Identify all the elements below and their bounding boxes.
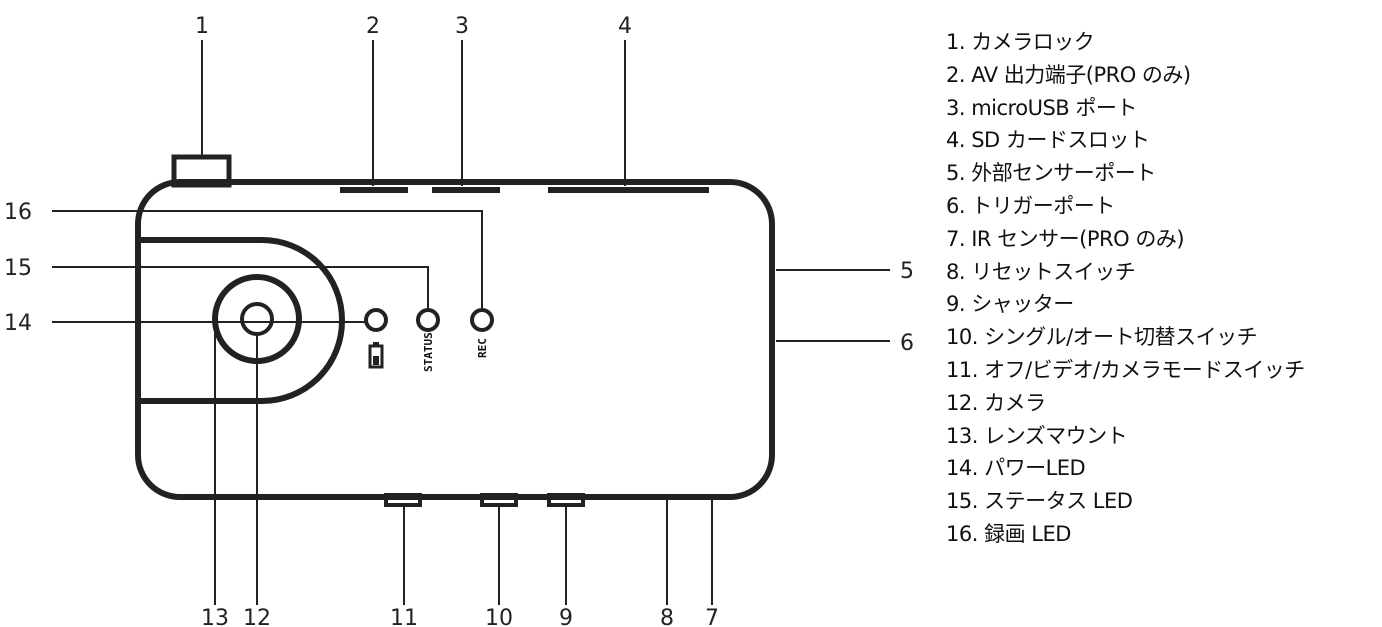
callout-7: 7 — [705, 606, 719, 627]
camera-body — [135, 179, 775, 500]
callout-2: 2 — [366, 14, 380, 39]
legend-item-6: 6. トリガーポート — [946, 193, 1115, 218]
legend-item-7: 7. IR センサー(PRO のみ) — [946, 226, 1185, 251]
legend-item-4: 4. SD カードスロット — [946, 128, 1150, 153]
lens-housing — [140, 237, 346, 404]
callout-8: 8 — [660, 606, 674, 627]
callout-5: 5 — [900, 259, 914, 284]
legend-item-15: 15. ステータス LED — [946, 489, 1133, 514]
legend-item-13: 13. レンズマウント — [946, 423, 1128, 448]
callout-1: 1 — [195, 14, 209, 39]
rec-led — [470, 308, 494, 332]
legend-item-9: 9. シャッター — [946, 292, 1074, 317]
legend-item-11: 11. オフ/ビデオ/カメラモードスイッチ — [946, 357, 1305, 382]
status-led — [416, 308, 440, 332]
legend-item-1: 1. カメラロック — [946, 30, 1095, 54]
status-led-label: STATUS — [422, 332, 435, 372]
legend-item-5: 5. 外部センサーポート — [946, 161, 1156, 186]
legend-item-2: 2. AV 出力端子(PRO のみ) — [946, 62, 1191, 87]
power-led — [364, 308, 388, 332]
callout-12: 12 — [243, 606, 271, 627]
callout-15: 15 — [4, 256, 32, 281]
callout-16: 16 — [4, 200, 32, 225]
callout-3: 3 — [455, 14, 469, 39]
camera-diagram: STATUS REC 1 2 3 4 16 15 14 5 6 13 12 11… — [4, 14, 914, 627]
legend-item-8: 8. リセットスイッチ — [946, 259, 1136, 284]
rec-led-label: REC — [476, 338, 489, 358]
parts-legend: 1. カメラロック 2. AV 出力端子(PRO のみ) 3. microUSB… — [946, 26, 1305, 551]
camera-lens — [240, 302, 274, 336]
legend-item-3: 3. microUSB ポート — [946, 95, 1137, 120]
callout-6: 6 — [900, 331, 914, 356]
legend-item-16: 16. 録画 LED — [946, 521, 1071, 546]
legend-item-10: 10. シングル/オート切替スイッチ — [946, 325, 1258, 350]
battery-icon — [368, 342, 384, 369]
legend-item-12: 12. カメラ — [946, 390, 1046, 415]
callout-4: 4 — [618, 14, 632, 39]
legend-item-14: 14. パワーLED — [946, 456, 1086, 481]
callout-13: 13 — [201, 606, 229, 627]
callout-11: 11 — [390, 606, 418, 627]
callout-9: 9 — [559, 606, 573, 627]
callout-14: 14 — [4, 311, 32, 336]
callout-10: 10 — [485, 606, 513, 627]
